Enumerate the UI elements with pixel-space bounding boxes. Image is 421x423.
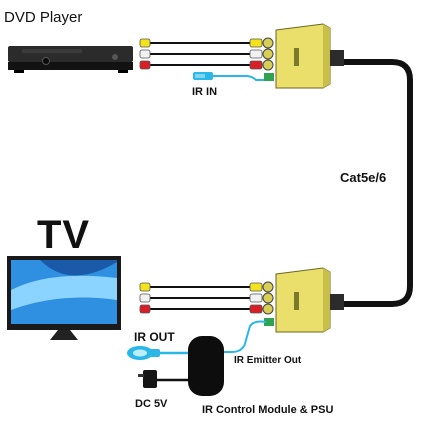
bottom-extender xyxy=(262,267,344,333)
top-extender xyxy=(262,23,344,89)
cat5e-cable xyxy=(344,59,413,307)
ir-out-label: IR OUT xyxy=(134,330,175,344)
bottom-rca-cables xyxy=(139,282,263,314)
dvd-player xyxy=(8,46,133,73)
ir-emitter-cable xyxy=(222,320,267,353)
tv-label: TV xyxy=(37,213,91,257)
top-rca-cables xyxy=(139,38,263,70)
cable-label: Cat5e/6 xyxy=(340,170,387,185)
ir-out-emitter xyxy=(127,346,190,360)
dc-5v-label: DC 5V xyxy=(135,398,168,410)
ir-control-module-label: IR Control Module & PSU xyxy=(202,404,334,416)
ir-in-cable xyxy=(193,72,270,81)
ir-in-label: IR IN xyxy=(192,86,218,98)
ir-emitter-out-label: IR Emitter Out xyxy=(234,355,302,366)
tv-screen xyxy=(7,256,121,340)
dc-5v-plug xyxy=(138,370,190,388)
ir-control-module xyxy=(188,336,224,396)
dvd-player-label: DVD Player xyxy=(4,9,83,26)
